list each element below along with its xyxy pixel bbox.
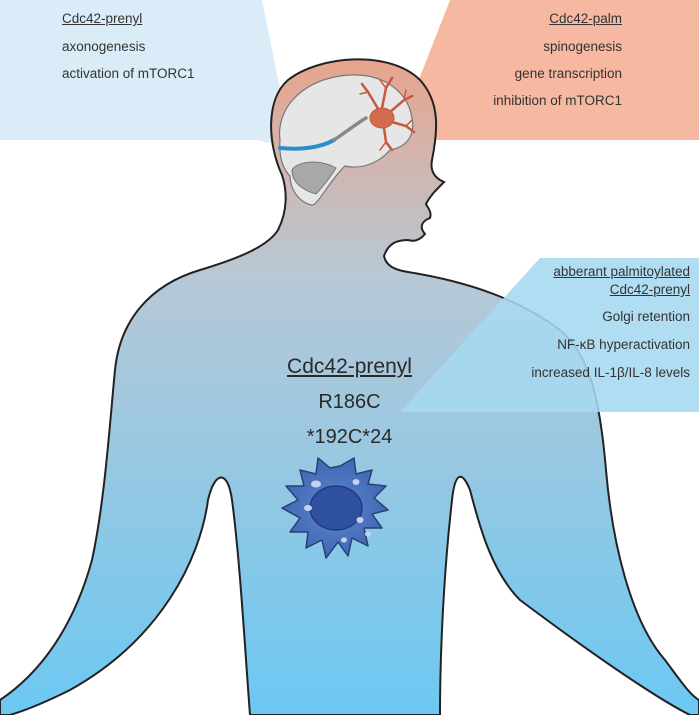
right-callout-line-2: gene transcription: [514, 66, 622, 81]
left-callout-line-1: axonogenesis: [62, 39, 146, 54]
axon-segment-blue: [278, 138, 336, 151]
body-callout-line-3: increased IL-1β/IL-8 levels: [531, 365, 690, 380]
neuron-soma: [369, 107, 395, 129]
right-callout-line-1: spinogenesis: [543, 39, 622, 54]
body-callout-title-2: Cdc42-prenyl: [609, 282, 690, 297]
right-callout-line-3: inhibition of mTORC1: [493, 93, 622, 108]
body-callout-panel: [400, 258, 699, 412]
cell-vesicles: [304, 479, 371, 543]
center-variant-2: *192C*24: [306, 426, 393, 448]
center-variant-1: R186C: [318, 391, 381, 413]
right-callout-title: Cdc42-palm: [549, 11, 622, 26]
right-callout-panel: [400, 0, 699, 140]
left-callout-panel: [0, 0, 292, 148]
center-title: Cdc42-prenyl: [287, 355, 412, 378]
neuron: [359, 76, 416, 152]
body-callout-title-1: abberant palmitoylated: [553, 264, 690, 279]
axon-segment-grey: [332, 116, 368, 142]
cell-nucleus: [309, 485, 363, 531]
body-callout-line-1: Golgi retention: [602, 309, 690, 324]
body-callout-line-2: NF-κB hyperactivation: [557, 337, 690, 352]
left-callout-line-2: activation of mTORC1: [62, 66, 195, 81]
left-callout-title: Cdc42-prenyl: [62, 11, 143, 26]
cerebellum: [291, 161, 337, 195]
